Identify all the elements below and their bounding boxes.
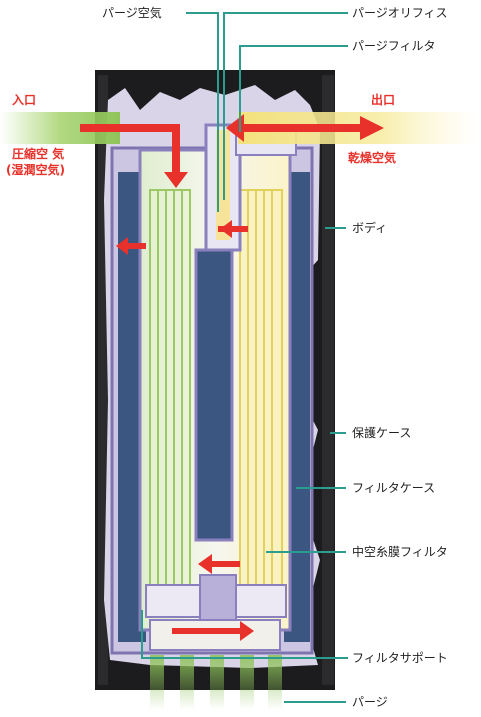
- label-wet-air: (湿潤空気): [6, 163, 65, 177]
- inlet-arrow: [80, 124, 188, 188]
- leader-purge-filter: [239, 45, 348, 132]
- leader-filter-support: [141, 610, 348, 659]
- wet-return-arrow: [116, 237, 146, 255]
- label-outlet: 出口: [371, 93, 396, 107]
- purge-orifice-arrow: [218, 220, 248, 238]
- leader-purge-air: [186, 12, 219, 212]
- hollow-fiber-bundle-right: [239, 189, 283, 591]
- label-filter-case: フィルタケース: [352, 481, 436, 495]
- label-purge-filter: パージフィルタ: [352, 39, 436, 53]
- purge-exhaust: [150, 655, 282, 710]
- leader-purge-orifice: [223, 12, 348, 200]
- label-body: ボディ: [352, 221, 388, 235]
- label-filter-support: フィルタサポート: [352, 651, 448, 665]
- support-return-arrow: [198, 554, 240, 574]
- label-dry-air: 乾燥空気: [348, 151, 397, 165]
- label-purge-orifice: パージオリフィス: [352, 6, 448, 20]
- label-protective-case: 保護ケース: [352, 426, 412, 440]
- filter-support-block: [145, 574, 287, 651]
- label-inlet: 入口: [12, 93, 37, 107]
- label-compressed-air: 圧縮空 気: [12, 147, 65, 161]
- label-hollow-fiber-filter: 中空糸膜フィルタ: [352, 545, 448, 559]
- hollow-fiber-bundle-left: [149, 189, 191, 591]
- bottom-sweep-arrow: [172, 621, 254, 641]
- label-purge-air: パージ空気: [102, 6, 162, 20]
- label-purge: パージ: [352, 695, 388, 709]
